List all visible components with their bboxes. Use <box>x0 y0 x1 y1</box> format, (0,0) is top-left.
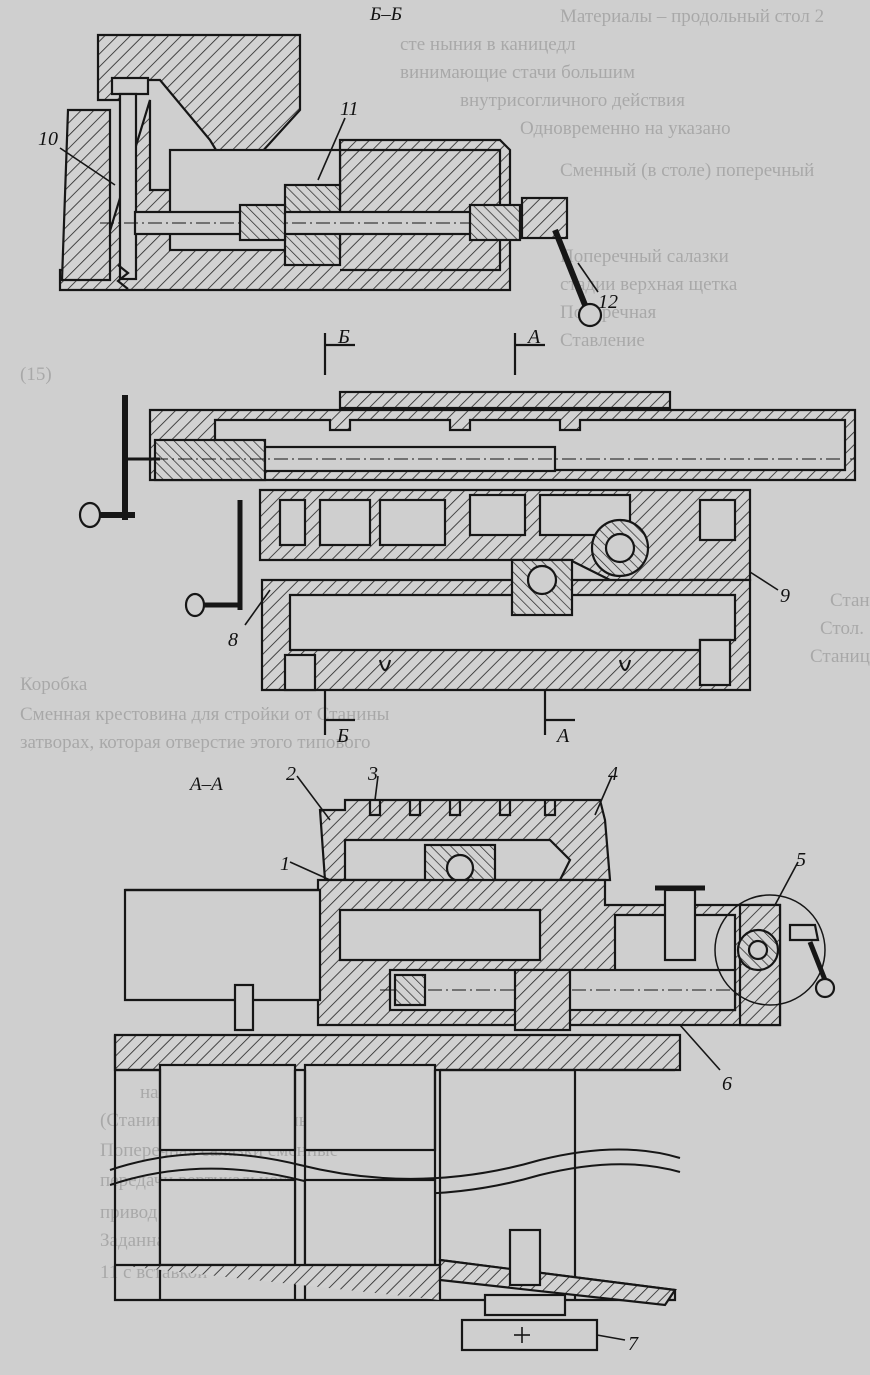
background-text-line: Станица ставки которое <box>810 646 870 667</box>
callout-leaders <box>59 117 799 1341</box>
background-text-line: (15) <box>20 364 52 385</box>
callout-12: 12 <box>598 291 618 313</box>
background-text-line: внутрисогличного действия <box>460 90 685 111</box>
cut-mark-a-top: А <box>526 326 541 348</box>
callout-labels: 10 11 12 8 9 1 2 3 4 5 6 7 <box>38 98 806 1355</box>
section-bb-drawing: Б–Б <box>58 4 603 328</box>
callout-1: 1 <box>280 853 290 875</box>
background-text-line: затворах, которая отверстие этого типово… <box>20 732 371 753</box>
background-text-line: Стол. <box>820 618 864 639</box>
background-text-line: Одновременно на указано <box>520 118 731 139</box>
callout-5: 5 <box>796 849 806 871</box>
background-text-line: Ставление <box>560 330 645 351</box>
callout-6: 6 <box>722 1073 732 1095</box>
cut-mark-b-bottom: Б <box>336 725 349 747</box>
callout-4: 4 <box>608 763 618 785</box>
callout-10: 10 <box>38 128 58 150</box>
background-text-line: винимающие стачи большим <box>400 62 635 83</box>
callout-11: 11 <box>340 98 359 120</box>
middle-view-drawing: Б А Б А <box>78 326 857 747</box>
background-text-line: Коробка <box>20 674 88 695</box>
background-text-line: Поперечный салазки <box>560 246 729 267</box>
background-text-line: Сменная крестовина для стройки от Станин… <box>20 704 390 725</box>
background-text-line: стадии верхная щетка <box>560 274 738 295</box>
cut-mark-b-top: Б <box>337 326 350 348</box>
callout-2: 2 <box>286 763 296 785</box>
section-aa-title: А–А <box>188 774 223 795</box>
section-aa-drawing: А–А <box>109 774 836 1352</box>
section-bb-title: Б–Б <box>369 4 402 25</box>
callout-8: 8 <box>228 629 238 651</box>
callout-3: 3 <box>367 763 378 785</box>
background-text-line: Станина <box>830 590 870 611</box>
background-text-line: сте ныния в каницедл <box>400 34 576 55</box>
background-text-line: Сменный (в столе) поперечный <box>560 160 814 181</box>
callout-9: 9 <box>780 585 790 607</box>
cut-mark-a-bottom: А <box>555 725 570 747</box>
callout-7: 7 <box>628 1333 639 1355</box>
background-text-line: Материалы – продольный стол 2 <box>560 6 824 27</box>
